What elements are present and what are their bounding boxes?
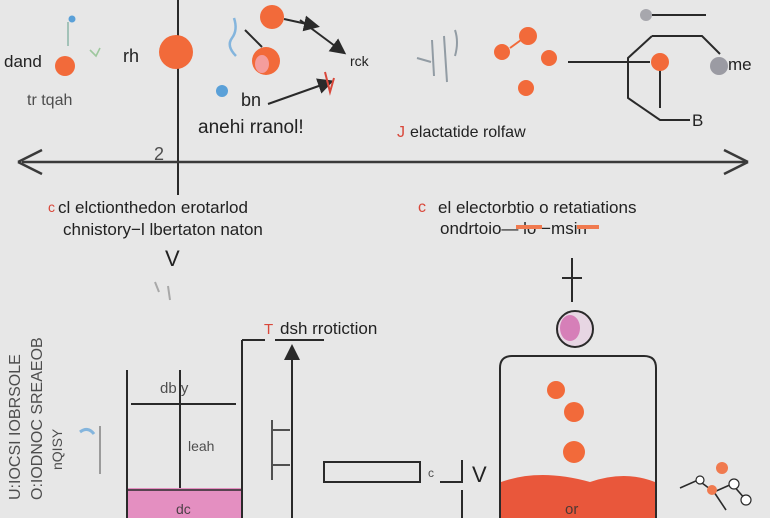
- orange-atom: [716, 462, 728, 474]
- label-v2: V: [472, 462, 487, 487]
- label-me: me: [728, 55, 752, 74]
- vertical-text-2: O:IODNOC SREAEOB: [29, 337, 46, 500]
- orange-atom-large: [159, 35, 193, 69]
- orange-atom: [707, 485, 717, 495]
- blue-squiggle: [228, 17, 237, 57]
- label-j-prefix: J: [397, 124, 405, 141]
- label-rck: rck: [350, 53, 370, 69]
- flask-body: [499, 355, 657, 518]
- vertical-text-1: U:IOCSI IOBRSOLE: [7, 354, 24, 500]
- arrow-right-head: [723, 148, 749, 176]
- white-atom: [740, 494, 752, 506]
- axis-label-2: 2: [154, 144, 164, 164]
- arrow-left-head: [17, 148, 43, 176]
- orange-atom: [541, 50, 557, 66]
- label-bn: bn: [241, 90, 261, 110]
- bond-line: [509, 39, 522, 49]
- label-or: or: [565, 501, 578, 518]
- label-leah: leah: [188, 438, 214, 454]
- orange-bubble: [547, 381, 565, 399]
- label-dand: dand: [4, 52, 42, 71]
- orange-bubble: [563, 441, 585, 463]
- orange-atom: [494, 44, 510, 60]
- pink-bulb-fill: [560, 315, 580, 341]
- arrow-diag: [267, 78, 334, 105]
- left-block-line2: chnistory−l lbertaton naton: [63, 220, 263, 239]
- left-block-line1: cl elctionthedon erotarlod: [58, 198, 248, 217]
- label-elactatide-rolfaw: elactatide rolfaw: [410, 124, 526, 141]
- red-stroke: [324, 71, 335, 96]
- bond-line: [244, 29, 263, 48]
- middle-bracket: [271, 420, 290, 480]
- orange-atom-small: [55, 56, 75, 76]
- right-block-prefix: c: [418, 199, 426, 216]
- blur-mark: [89, 47, 101, 58]
- blur-mark: [154, 281, 171, 301]
- blue-blur-mark: [79, 427, 96, 435]
- blue-dot: [68, 15, 76, 23]
- left-block-prefix: c: [48, 199, 55, 215]
- skeleton-structure: [627, 35, 721, 121]
- white-atom: [695, 475, 705, 485]
- label-db-y: db y: [160, 380, 189, 397]
- orange-atom: [518, 80, 534, 96]
- orange-dash: [577, 225, 599, 229]
- white-atom: [728, 478, 740, 490]
- label-b: B: [692, 111, 703, 130]
- right-block-line2: ondrtoio— lo −msin: [440, 219, 587, 238]
- tube-to-flask: [440, 460, 463, 518]
- label-dc: dc: [176, 501, 191, 517]
- orange-dash: [516, 225, 542, 229]
- connector-tube: [323, 461, 421, 483]
- blue-atom: [216, 85, 228, 97]
- red-liquid: [501, 475, 655, 518]
- label-anehi-rranol: anehi rranol!: [198, 117, 304, 138]
- vertical-text-3: nQISY: [49, 428, 65, 470]
- label-tr-tqah: tr tqah: [27, 92, 72, 109]
- gray-node-top: [640, 9, 652, 21]
- pink-liquid: [128, 488, 241, 518]
- left-block-v: V: [165, 246, 180, 271]
- label-dsh-rrotiction: dsh rrotiction: [280, 319, 377, 338]
- label-rh: rh: [123, 46, 139, 66]
- orange-atom: [519, 27, 537, 45]
- orange-atom: [651, 53, 669, 71]
- arrow-to-rck: [299, 19, 347, 55]
- label-t-prefix: T: [264, 321, 273, 338]
- orange-bubble: [564, 402, 584, 422]
- label-c-small: c: [428, 466, 434, 480]
- gray-node: [710, 57, 728, 75]
- pink-highlight: [255, 55, 269, 73]
- orange-atom-top: [260, 5, 284, 29]
- right-block-line1: el electorbtio o retatiations: [438, 198, 636, 217]
- blur-structure: [416, 29, 458, 83]
- bond-line: [283, 15, 320, 32]
